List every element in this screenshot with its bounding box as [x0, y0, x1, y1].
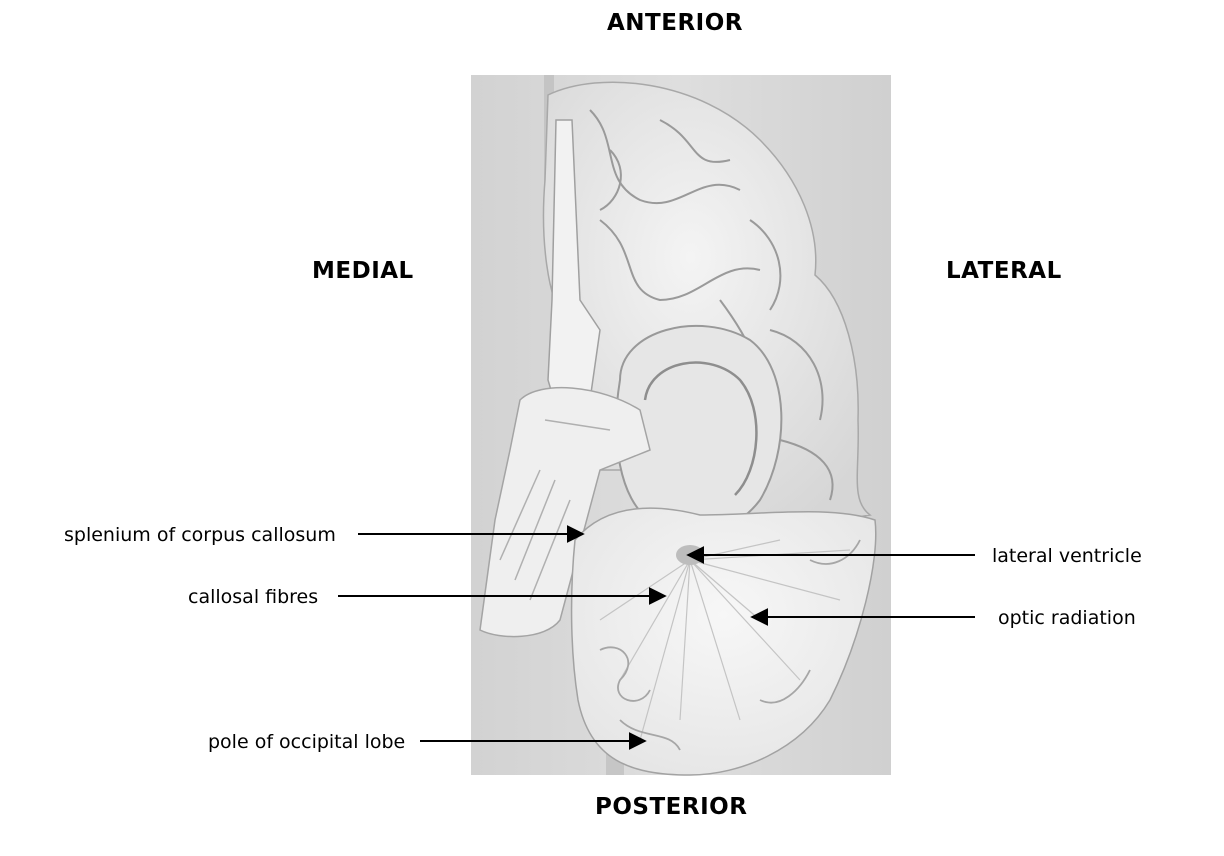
occipital-section: [570, 507, 877, 776]
stump-fibres: [499, 419, 611, 601]
direction-lateral: LATERAL: [946, 258, 1062, 284]
ventricle-curve: [615, 325, 783, 535]
label-optic-radiation: optic radiation: [998, 607, 1136, 629]
direction-posterior: POSTERIOR: [595, 794, 748, 820]
direction-medial: MEDIAL: [312, 258, 414, 284]
label-lateral-ventricle: lateral ventricle: [992, 545, 1142, 567]
label-pole-occipital: pole of occipital lobe: [208, 731, 406, 753]
ventricle-inner: [643, 361, 758, 496]
label-callosal-fibres: callosal fibres: [188, 586, 319, 608]
label-splenium: splenium of corpus callosum: [64, 524, 336, 546]
radiation-fibres: [599, 539, 851, 741]
direction-anterior: ANTERIOR: [607, 10, 743, 36]
lateral-ventricle-pit: [676, 545, 704, 565]
occipital-sulci: [599, 539, 861, 751]
